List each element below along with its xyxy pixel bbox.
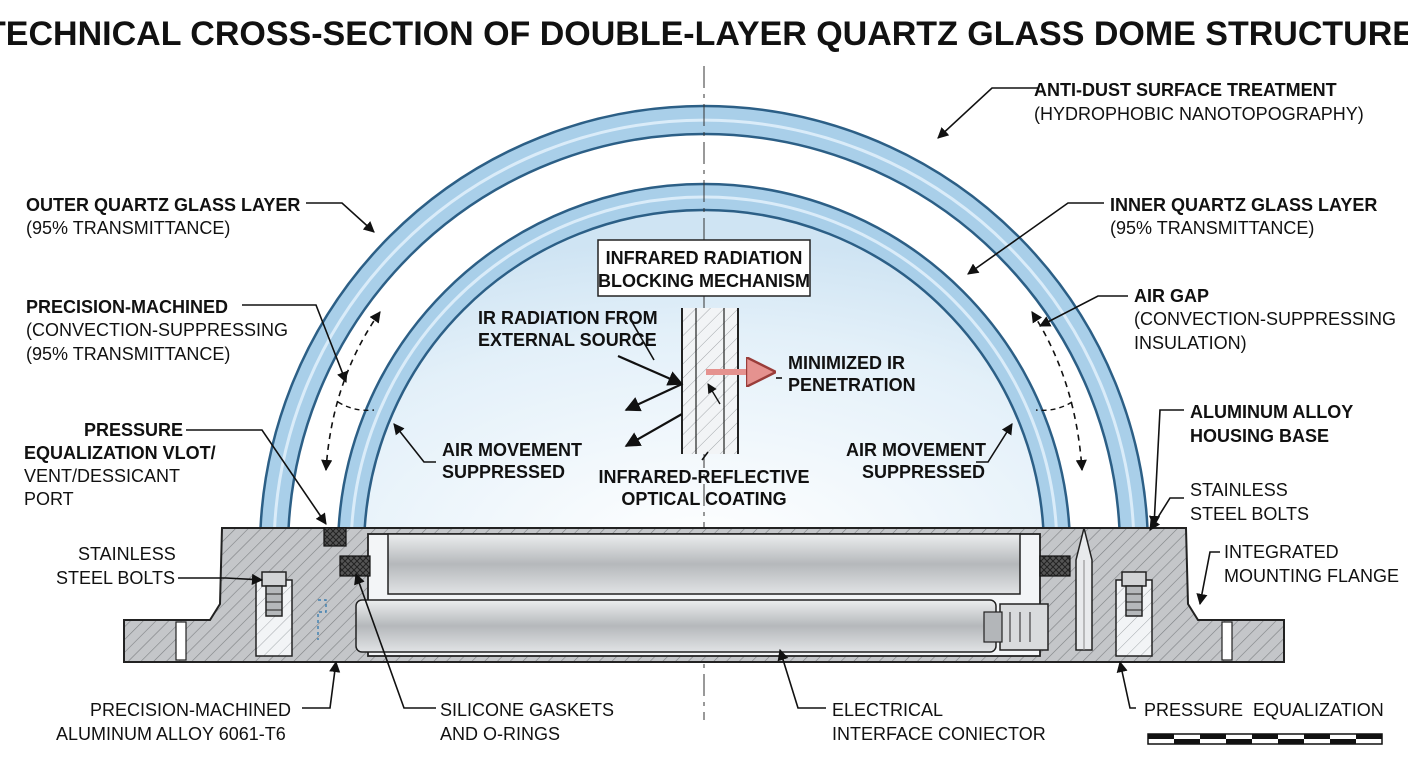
ir-mechanism-box — [597, 239, 811, 297]
page-title: TECHNICAL CROSS-SECTION OF DOUBLE-LAYER … — [0, 15, 1408, 53]
label-aluminum-base: ALUMINUM ALLOY HOUSING BASE — [1190, 402, 1353, 446]
label-precision-machined: PRECISION-MACHINED (CONVECTION-SUPPRESSI… — [26, 297, 288, 364]
svg-text:(CONVECTION-SUPPRESSING: (CONVECTION-SUPPRESSING — [1134, 309, 1396, 329]
gasket-inner-right — [1039, 555, 1071, 577]
scale-bar — [1147, 733, 1383, 745]
svg-text:PENETRATION: PENETRATION — [788, 375, 916, 395]
svg-text:ALUMINUM ALLOY 6061-T6: ALUMINUM ALLOY 6061-T6 — [56, 724, 286, 744]
bolt-left — [261, 571, 287, 617]
svg-text:VENT/DESSICANT: VENT/DESSICANT — [24, 466, 180, 486]
svg-text:INFRARED-REFLECTIVE: INFRARED-REFLECTIVE — [599, 467, 810, 487]
air-arrow-right — [1031, 311, 1087, 472]
svg-text:AIR MOVEMENT: AIR MOVEMENT — [442, 440, 582, 460]
svg-text:PRESSURE: PRESSURE — [84, 420, 183, 440]
svg-text:PRESSURE EQUALIZATION: PRESSURE EQUALIZATION — [1144, 700, 1384, 720]
label-ir-coating: INFRARED-REFLECTIVE OPTICAL COATING — [599, 467, 810, 509]
bolt-right — [1121, 571, 1147, 617]
label-pressure-vent: PRESSURE EQUALIZATION VLOT/ VENT/DESSICA… — [24, 420, 216, 509]
flange-hole-left — [175, 621, 187, 661]
svg-text:INSULATION): INSULATION) — [1134, 333, 1247, 353]
svg-text:INNER QUARTZ GLASS LAYER: INNER QUARTZ GLASS LAYER — [1110, 195, 1377, 215]
vent-channel — [317, 599, 327, 640]
label-air-movement-left: AIR MOVEMENT SUPPRESSED — [442, 440, 582, 482]
svg-text:INFRARED RADIATION: INFRARED RADIATION — [606, 248, 803, 268]
svg-text:PORT: PORT — [24, 489, 74, 509]
label-bolts-right: STAINLESS STEEL BOLTS — [1190, 480, 1309, 524]
label-flange: INTEGRATED MOUNTING FLANGE — [1224, 542, 1399, 586]
svg-text:AIR MOVEMENT: AIR MOVEMENT — [846, 440, 986, 460]
svg-text:EQUALIZATION VLOT/: EQUALIZATION VLOT/ — [24, 443, 216, 463]
svg-text:SUPPRESSED: SUPPRESSED — [862, 462, 985, 482]
label-pressure-bottom: PRESSURE EQUALIZATION — [1144, 700, 1384, 720]
svg-text:SILICONE GASKETS: SILICONE GASKETS — [440, 700, 614, 720]
svg-text:(CONVECTION-SUPPRESSING: (CONVECTION-SUPPRESSING — [26, 320, 288, 340]
svg-text:EXTERNAL SOURCE: EXTERNAL SOURCE — [478, 330, 657, 350]
label-ir-source: IR RADIATION FROM EXTERNAL SOURCE — [478, 308, 658, 350]
svg-text:AND O-RINGS: AND O-RINGS — [440, 724, 560, 744]
label-anti-dust: ANTI-DUST SURFACE TREATMENT (HYDROPHOBIC… — [1034, 80, 1364, 124]
svg-text:OPTICAL COATING: OPTICAL COATING — [621, 489, 786, 509]
ir-reflected-arrow-2 — [624, 413, 683, 447]
label-inner-layer: INNER QUARTZ GLASS LAYER (95% TRANSMITTA… — [1110, 195, 1377, 238]
svg-text:ELECTRICAL: ELECTRICAL — [832, 700, 943, 720]
svg-text:BLOCKING MECHANISM: BLOCKING MECHANISM — [598, 271, 810, 291]
svg-text:IR RADIATION FROM: IR RADIATION FROM — [478, 308, 658, 328]
label-air-movement-right: AIR MOVEMENT SUPPRESSED — [846, 440, 986, 482]
svg-text:(95% TRANSMITTANCE): (95% TRANSMITTANCE) — [26, 344, 230, 364]
svg-text:HOUSING BASE: HOUSING BASE — [1190, 426, 1329, 446]
label-precision-bottom: PRECISION-MACHINED ALUMINUM ALLOY 6061-T… — [56, 700, 291, 744]
svg-text:ANTI-DUST SURFACE TREATMENT: ANTI-DUST SURFACE TREATMENT — [1034, 80, 1337, 100]
svg-text:SUPPRESSED: SUPPRESSED — [442, 462, 565, 482]
svg-text:STAINLESS: STAINLESS — [1190, 480, 1288, 500]
ir-reflected-arrow — [624, 383, 683, 412]
electrical-connector — [999, 603, 1049, 651]
svg-text:MOUNTING FLANGE: MOUNTING FLANGE — [1224, 566, 1399, 586]
ir-incoming-arrow — [617, 354, 684, 386]
svg-text:INTEGRATED: INTEGRATED — [1224, 542, 1339, 562]
air-arrow-left — [321, 311, 381, 472]
label-outer-layer: OUTER QUARTZ GLASS LAYER (95% TRANSMITTA… — [26, 195, 300, 238]
svg-text:PRECISION-MACHINED: PRECISION-MACHINED — [26, 297, 228, 317]
svg-text:INTERFACE CONIECTOR: INTERFACE CONIECTOR — [832, 724, 1046, 744]
svg-text:(95% TRANSMITTANCE): (95% TRANSMITTANCE) — [26, 218, 230, 238]
svg-text:AIR GAP: AIR GAP — [1134, 286, 1209, 306]
flange-hole-right — [1221, 621, 1233, 661]
label-bolts-left: STAINLESS STEEL BOLTS — [56, 544, 176, 588]
connector-plug — [983, 611, 1003, 643]
upper-ring — [387, 533, 1021, 595]
svg-text:STEEL BOLTS: STEEL BOLTS — [1190, 504, 1309, 524]
svg-text:MINIMIZED IR: MINIMIZED IR — [788, 353, 905, 373]
gasket-inner-left — [339, 555, 371, 577]
svg-text:(95% TRANSMITTANCE): (95% TRANSMITTANCE) — [1110, 218, 1314, 238]
gasket-vent — [323, 527, 347, 547]
ir-glass-section — [682, 308, 738, 454]
svg-text:PRECISION-MACHINED: PRECISION-MACHINED — [90, 700, 291, 720]
svg-text:ALUMINUM ALLOY: ALUMINUM ALLOY — [1190, 402, 1353, 422]
svg-text:OUTER QUARTZ GLASS LAYER: OUTER QUARTZ GLASS LAYER — [26, 195, 300, 215]
svg-text:STEEL BOLTS: STEEL BOLTS — [56, 568, 175, 588]
label-connector: ELECTRICAL INTERFACE CONIECTOR — [832, 700, 1046, 744]
svg-text:STAINLESS: STAINLESS — [78, 544, 176, 564]
label-gaskets: SILICONE GASKETS AND O-RINGS — [440, 700, 614, 744]
label-ir-box: INFRARED RADIATION BLOCKING MECHANISM — [598, 248, 810, 291]
label-air-gap: AIR GAP (CONVECTION-SUPPRESSING INSULATI… — [1134, 286, 1396, 353]
svg-text:(HYDROPHOBIC NANOTOPOGRAPHY): (HYDROPHOBIC NANOTOPOGRAPHY) — [1034, 104, 1364, 124]
lower-ring — [355, 599, 997, 653]
label-ir-minimized: MINIMIZED IR PENETRATION — [788, 353, 916, 395]
